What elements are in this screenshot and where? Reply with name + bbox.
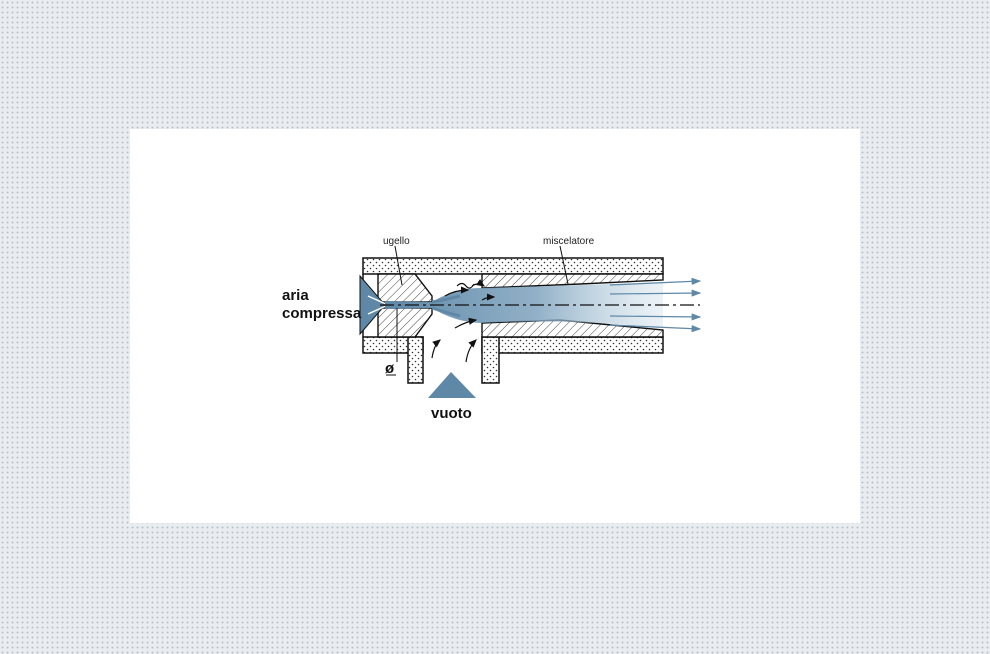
label-diameter: ø bbox=[385, 360, 395, 377]
label-ugello: ugello bbox=[383, 236, 410, 247]
compressed-air-inlet-arrow bbox=[359, 274, 386, 336]
label-vuoto: vuoto bbox=[431, 405, 472, 422]
outflow-arrows bbox=[609, 277, 702, 333]
miscelatore-leader bbox=[559, 245, 569, 285]
label-miscelatore: miscelatore bbox=[543, 236, 595, 247]
mixer bbox=[481, 273, 664, 338]
ugello-leader bbox=[394, 245, 403, 286]
ejector-body bbox=[362, 257, 664, 384]
vacuum-arrow bbox=[428, 372, 476, 398]
label-compressa: compressa bbox=[282, 305, 362, 322]
label-aria: aria bbox=[282, 287, 309, 304]
suction-arrows bbox=[431, 279, 496, 363]
